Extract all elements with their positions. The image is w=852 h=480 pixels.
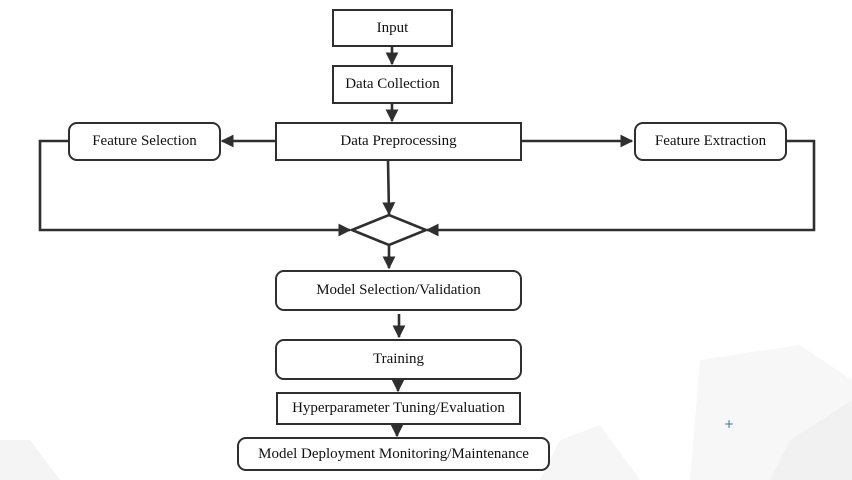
node-training: Training xyxy=(275,339,522,380)
connector-selection-diamond xyxy=(38,139,352,237)
decision-diamond xyxy=(348,213,430,247)
connector-preprocessing-diamond xyxy=(382,159,396,216)
node-data-collection: Data Collection xyxy=(332,65,453,104)
connector-extraction-diamond xyxy=(425,139,816,237)
node-feature-selection: Feature Selection xyxy=(68,122,221,161)
node-data-preprocessing: Data Preprocessing xyxy=(275,122,522,161)
node-input: Input xyxy=(332,9,453,47)
node-feature-extraction: Feature Extraction xyxy=(634,122,787,161)
node-model-selection: Model Selection/Validation xyxy=(275,270,522,311)
crosshair-cursor-icon: + xyxy=(723,417,735,431)
node-hyperparameter-tuning: Hyperparameter Tuning/Evaluation xyxy=(276,392,521,425)
node-model-deployment: Model Deployment Monitoring/Maintenance xyxy=(237,437,550,471)
